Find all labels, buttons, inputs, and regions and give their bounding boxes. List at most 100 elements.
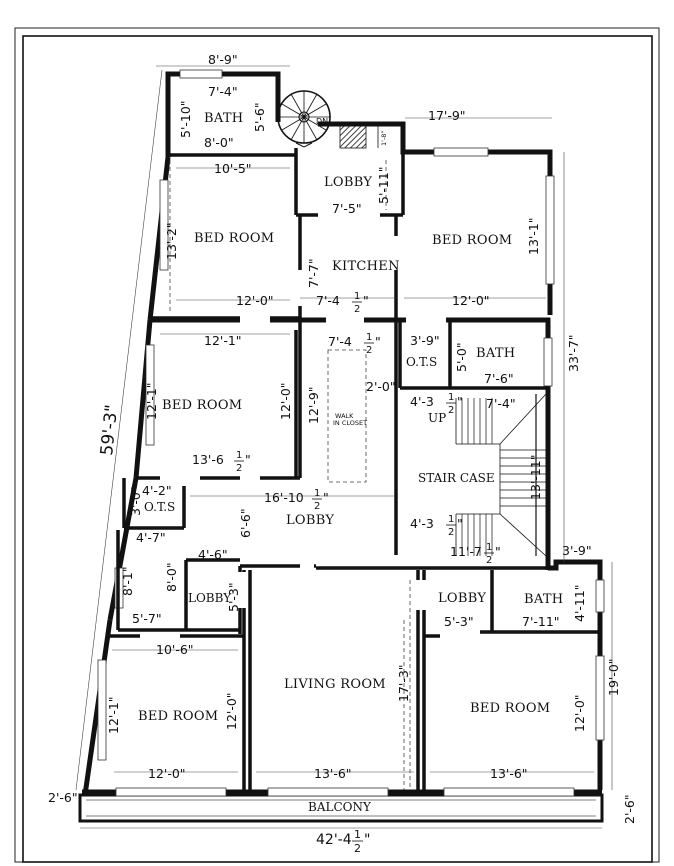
svg-text:4'-3: 4'-3 [410,516,434,531]
svg-text:": " [364,832,370,848]
svg-text:": " [323,490,329,505]
dim-5-0: 5'-0" [454,342,469,372]
dim-13-6-se: 13'-6" [490,766,528,781]
dim-19-0: 19'-0" [606,658,621,696]
dim-3-0: 3'-0" [128,486,143,516]
room-lobby-top: LOBBY [324,175,372,190]
svg-text:1: 1 [486,542,492,553]
svg-text:": " [457,394,463,409]
fraction-dimension-labels: 7'-4 1 2 " 7'-4 1 2 " 4'-3 1 2 " 13'-6 1… [192,291,501,855]
dim-5-6: 5'-6" [252,102,267,132]
room-ots-mid: O.T.S [406,355,437,369]
dim-11-7h: 11'-7 1 2 " [450,542,501,566]
svg-text:11'-7: 11'-7 [450,544,482,559]
dim-5-7: 5'-7" [132,611,162,626]
dim-8-0-l: 8'-0" [164,562,179,592]
room-balcony: BALCONY [308,800,372,814]
dim-13-6h: 13'-6 1 2 " [192,450,251,474]
svg-text:42'-4: 42'-4 [316,832,352,848]
dashed-lines [169,160,411,790]
svg-text:2: 2 [354,304,360,315]
svg-text:1: 1 [448,392,454,403]
dim-4-3h-bot: 4'-3 1 2 " [410,514,463,538]
room-bed-sw: BED ROOM [138,709,218,724]
dim-17-3: 17'-3" [396,664,411,702]
room-stair-case: STAIR CASE [418,471,495,485]
dim-8-0-bath: 8'-0" [204,135,234,150]
dim-7-4-bath: 7'-4" [208,84,238,99]
dim-12-0-ne: 12'-0" [452,293,490,308]
room-lobby-right: LOBBY [438,591,486,606]
dim-8-1: 8'-1" [120,566,135,596]
svg-text:1: 1 [236,450,242,461]
svg-text:7'-4: 7'-4 [328,334,352,349]
dim-7-4h-k: 7'-4 1 2 " [316,291,369,315]
dim-3-9-r: 3'-9" [562,543,592,558]
room-bath-mid: BATH [476,346,515,361]
dim-2-6-l: 2'-6" [48,790,78,805]
room-labels: BATH LOBBY BED ROOM BED ROOM KITCHEN BED… [138,111,563,814]
svg-text:2: 2 [448,527,454,538]
dim-42-4h: 42'-4 1 2 " [316,828,370,855]
svg-text:1: 1 [354,828,361,841]
dim-33-7: 33'-7" [566,334,581,372]
room-kitchen: KITCHEN [332,259,400,274]
dim-5-3-l: 5'-3" [226,582,241,612]
dim-5-10: 5'-10" [178,100,193,138]
svg-text:2: 2 [486,555,492,566]
dim-12-0-w: 12'-0" [278,382,293,420]
svg-text:7'-4: 7'-4 [316,293,340,308]
dim-16-10h: 16'-10 1 2 " [264,488,329,512]
svg-text:2: 2 [236,463,242,474]
dim-10-5: 10'-5" [214,161,252,176]
dim-4-3h-top: 4'-3 1 2 " [410,392,463,416]
dim-5-11: 5'-11" [376,166,391,204]
svg-text:1: 1 [448,514,454,525]
svg-text:1: 1 [354,291,360,302]
svg-text:": " [457,516,463,531]
svg-text:": " [363,293,369,308]
dimension-labels: 8'-9" 7'-4" 5'-10" 5'-6" 8'-0" 17'-9" 1'… [48,52,637,824]
svg-text:4'-3: 4'-3 [410,394,434,409]
dim-7-11: 7'-11" [522,614,560,629]
dim-4-6: 4'-6" [198,547,228,562]
dim-12-9: 12'-9" [306,386,321,424]
dim-12-1-side: 12'-1" [144,382,159,420]
dim-12-0-se: 12'-0" [572,694,587,732]
dim-59-3: 59'-3" [97,404,122,457]
dim-13-2: 13'-2" [164,222,179,260]
dim-7-4h-wic: 7'-4 1 2 " [328,332,381,356]
svg-text:": " [245,452,251,467]
dim-8-9: 8'-9" [208,52,238,67]
dim-4-11: 4'-11" [572,584,587,622]
dim-7-4-st: 7'-4" [486,396,516,411]
dim-12-1-top: 12'-1" [204,333,242,348]
dim-6-6: 6'-6" [238,508,253,538]
dim-2-0: 2'-0" [366,379,396,394]
dim-1-8: 1'-8" [380,131,388,146]
room-lobby-small: LOBBY [188,591,232,605]
svg-text:1: 1 [366,332,372,343]
room-bath-top: BATH [204,111,243,126]
svg-text:": " [495,544,501,559]
dim-5-3-r: 5'-3" [444,614,474,629]
spiral-staircase: DN [277,90,379,149]
dim-10-6: 10'-6" [156,642,194,657]
room-living: LIVING ROOM [284,677,386,692]
dim-4-7: 4'-7" [136,530,166,545]
dim-3-9-ots: 3'-9" [410,333,440,348]
dim-13-1: 13'-1" [526,217,541,255]
room-walk-in-2: IN CLOSET [333,419,367,427]
svg-text:": " [375,334,381,349]
svg-text:2: 2 [366,345,372,356]
room-bed-se: BED ROOM [470,701,550,716]
dim-4-2: 4'-2" [142,483,172,498]
room-walk-in-1: WALK [335,412,354,420]
door-openings [140,236,446,640]
stair-dn-label: DN [316,117,328,126]
dim-12-0-sw: 12'-0" [224,692,239,730]
dim-17-9: 17'-9" [428,108,466,123]
room-bed-w: BED ROOM [162,398,242,413]
dim-7-5: 7'-5" [332,201,362,216]
